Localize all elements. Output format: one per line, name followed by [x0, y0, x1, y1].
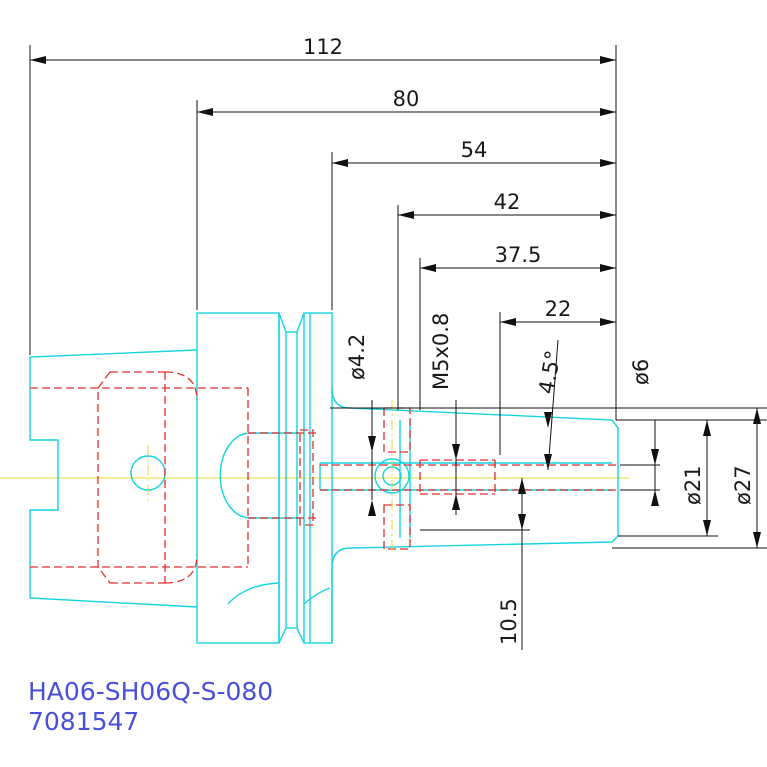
- dim-54: 54: [461, 138, 488, 162]
- part-code-label: 7081547: [28, 707, 139, 736]
- dim-42: 42: [494, 190, 521, 214]
- dim-offset: 10.5: [497, 598, 521, 645]
- part-number-label: HA06-SH06Q-S-080: [28, 677, 273, 706]
- dim-thread: M5x0.8: [429, 313, 453, 390]
- hidden-lines: [30, 371, 620, 584]
- dim-nose-dia: ø27: [731, 465, 755, 505]
- dim-112: 112: [303, 35, 343, 59]
- dim-80: 80: [393, 87, 420, 111]
- dim-hole-dia: ø4.2: [345, 334, 369, 380]
- dim-tip-dia: ø21: [681, 465, 705, 505]
- dim-bore-dia: ø6: [629, 359, 653, 385]
- dim-37-5: 37.5: [495, 243, 542, 267]
- dimension-lines: [29, 45, 767, 650]
- dim-taper-angle: 4.5°: [534, 348, 565, 395]
- dim-22: 22: [545, 297, 572, 321]
